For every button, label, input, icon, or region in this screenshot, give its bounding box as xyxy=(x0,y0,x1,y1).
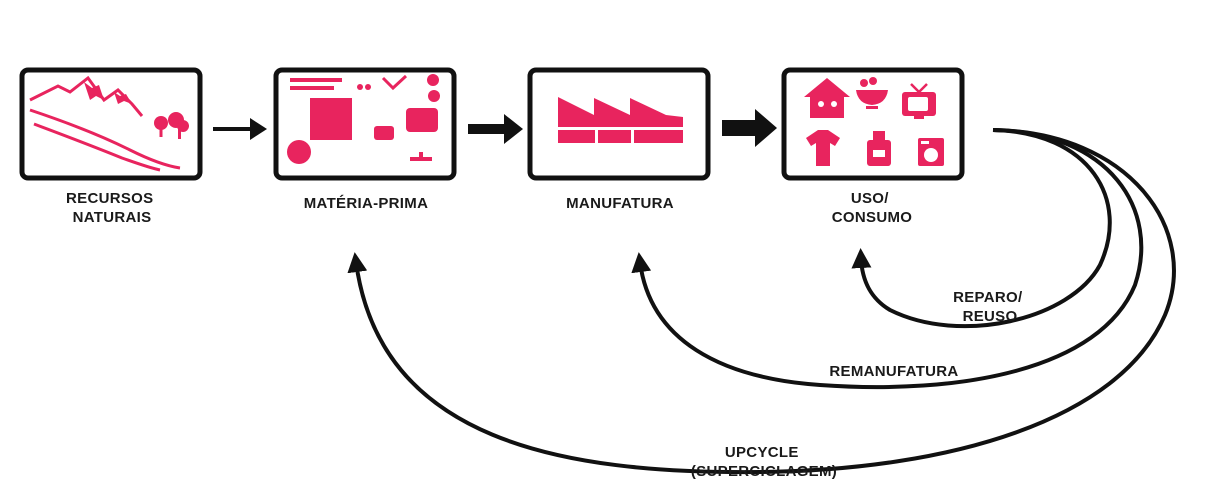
loop-reparo-reuso-arrow xyxy=(851,128,1112,329)
tv-icon xyxy=(902,83,936,119)
loop-label-reparo-reuso: REPARO/ REUSO xyxy=(953,289,1027,325)
forward-arrow-1 xyxy=(213,118,267,140)
bowl-icon xyxy=(856,77,888,109)
forward-arrow-3 xyxy=(722,109,777,147)
mountains-trees-icon xyxy=(29,75,189,172)
stage-materia-prima xyxy=(273,67,457,181)
forward-arrow-2 xyxy=(468,114,523,144)
house-icon xyxy=(804,78,850,118)
stage-label-recursos-naturais: RECURSOS NATURAIS xyxy=(66,190,158,226)
consumer-goods-icon xyxy=(804,77,944,166)
stage-label-manufatura: MANUFATURA xyxy=(566,195,674,212)
factory-icon xyxy=(558,97,683,143)
stage-uso-consumo xyxy=(781,67,965,181)
loop-label-upcycle: UPCYCLE (SUPERCICLAGEM) xyxy=(691,444,837,480)
stage-manufatura xyxy=(527,67,711,181)
stage-label-uso-consumo: USO/ CONSUMO xyxy=(832,190,912,226)
raw-material-shapes-icon xyxy=(287,74,440,164)
loop-label-remanufatura: REMANUFATURA xyxy=(829,363,958,380)
loop-upcycle-arrow xyxy=(347,128,1176,475)
stage-recursos-naturais xyxy=(19,67,203,181)
loop-remanufatura-arrow xyxy=(631,128,1144,390)
stage-label-materia-prima: MATÉRIA-PRIMA xyxy=(304,195,428,212)
washing-machine-icon xyxy=(918,138,944,166)
shirt-icon xyxy=(806,130,840,166)
detergent-bottle-icon xyxy=(867,131,891,166)
